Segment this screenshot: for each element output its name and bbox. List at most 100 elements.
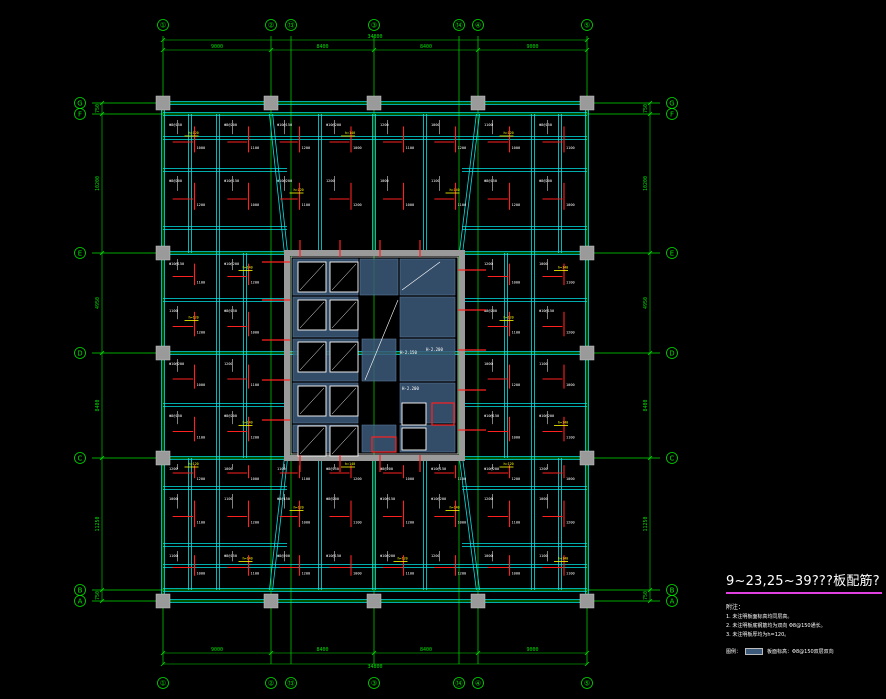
left-axis-label: G xyxy=(77,100,82,108)
legend-key: 图例： 板面标高：Φ8@150双层双向 xyxy=(726,648,834,655)
slab-rebar-label: Φ8@150 xyxy=(224,554,237,558)
slab-rebar-label: Φ8@200 xyxy=(224,414,237,418)
right-axis-label-circle xyxy=(666,452,678,464)
slab-thickness-label: h=140 xyxy=(243,266,253,270)
slab-length-label: 1200 xyxy=(512,383,521,387)
slab-length-label: 1100 xyxy=(458,477,467,481)
slab-thickness-label: h=120 xyxy=(189,131,199,135)
column xyxy=(470,593,486,609)
top-dim-text: 8400 xyxy=(420,44,432,50)
legend-panel: 9~23,25~39???板配筋? 附注： 1. 未注明板面标高均同层高。 2.… xyxy=(726,570,884,655)
slab-length-label: 1000 xyxy=(458,521,467,525)
right-axis-label: A xyxy=(670,598,675,606)
slab-thickness-label: h=140 xyxy=(345,462,355,466)
shaft-diagonal xyxy=(331,301,357,329)
left-dim-text: 11250 xyxy=(95,516,101,531)
slab-rebar-label: 1000 xyxy=(539,262,548,266)
slab-length-label: 1000 xyxy=(566,477,575,481)
beam-edge xyxy=(462,457,480,591)
slab-thickness-label: h=120 xyxy=(189,316,199,320)
slab-length-label: 1200 xyxy=(566,331,575,335)
bottom-axis-label-circle xyxy=(157,677,169,689)
core-elevation-label: H-2.150 xyxy=(400,350,417,355)
right-axis-label-circle xyxy=(666,347,678,359)
core-hatched-slab xyxy=(399,296,456,338)
slab-thickness-label: h=140 xyxy=(243,557,253,561)
slab-rebar-label: 1100 xyxy=(169,554,178,558)
notes-heading: 附注： xyxy=(726,604,745,611)
slab-thickness-label: h=120 xyxy=(504,131,514,135)
slab-rebar-label: 1200 xyxy=(224,362,233,366)
slab-length-label: 1100 xyxy=(458,203,467,207)
slab-rebar-label: 1000 xyxy=(224,467,233,471)
slab-thickness-label: h=140 xyxy=(243,421,253,425)
beam-edge xyxy=(272,457,288,591)
slab-thickness-label: h=140 xyxy=(558,421,568,425)
column xyxy=(579,95,595,111)
slab-length-label: 1000 xyxy=(353,572,362,576)
slab-length-label: 1100 xyxy=(353,521,362,525)
slab-rebar-label: Φ8@200 xyxy=(224,123,237,127)
column xyxy=(579,245,595,261)
bottom-axis-label-circle xyxy=(453,677,465,689)
shaft-diagonal xyxy=(331,387,357,415)
slab-length-label: 1200 xyxy=(406,521,415,525)
top-axis-label: ⑬ xyxy=(288,22,295,30)
slab-length-label: 1000 xyxy=(566,383,575,387)
core-red-box xyxy=(431,402,455,426)
slab-length-label: 1100 xyxy=(251,383,260,387)
left-dim-text: 750 xyxy=(95,591,101,600)
slab-rebar-label: Φ8@150 xyxy=(169,123,182,127)
slab-rebar-label: Φ10@150 xyxy=(539,309,554,313)
slab-length-label: 1100 xyxy=(566,572,575,576)
bottom-axis-label-circle xyxy=(472,677,484,689)
core-diagonal xyxy=(364,299,399,381)
slab-length-label: 1100 xyxy=(197,521,206,525)
column xyxy=(263,593,279,609)
slab-rebar-label: Φ10@150 xyxy=(431,467,446,471)
left-axis-label-circle xyxy=(74,247,86,259)
slab-length-label: 1100 xyxy=(406,572,415,576)
slab-rebar-label: 1000 xyxy=(380,179,389,183)
key-text: 板面标高：Φ8@150双层双向 xyxy=(767,649,834,655)
shaft-diagonal xyxy=(299,343,325,371)
column xyxy=(579,593,595,609)
slab-rebar-label: Φ8@150 xyxy=(539,123,552,127)
slab-rebar-label: Φ10@200 xyxy=(380,554,395,558)
slab-rebar-label: 1100 xyxy=(224,497,233,501)
slab-length-label: 1200 xyxy=(353,477,362,481)
slab-length-label: 1100 xyxy=(406,146,415,150)
slab-rebar-label: 1100 xyxy=(431,179,440,183)
slab-rebar-label: Φ10@150 xyxy=(380,497,395,501)
beam-edge xyxy=(272,113,288,254)
slab-rebar-label: Φ10@150 xyxy=(169,262,184,266)
slab-rebar-label: 1200 xyxy=(484,262,493,266)
slab-rebar-label: Φ10@150 xyxy=(484,414,499,418)
column xyxy=(366,95,382,111)
bottom-dim-text: 8400 xyxy=(316,647,328,653)
stair-shaft xyxy=(401,427,427,451)
column xyxy=(155,450,171,466)
bottom-axis-label: ② xyxy=(268,680,274,688)
bottom-dim-text: 8400 xyxy=(420,647,432,653)
bottom-axis-label-circle xyxy=(285,677,297,689)
left-dim-text: 8400 xyxy=(95,399,101,411)
top-axis-label-circle xyxy=(157,19,169,31)
slab-length-label: 1000 xyxy=(512,146,521,150)
left-dim-text: 10200 xyxy=(95,176,101,191)
right-dim-text: 11250 xyxy=(643,516,649,531)
shaft-diagonal xyxy=(299,427,325,455)
slab-rebar-label: 1000 xyxy=(539,497,548,501)
slab-thickness-label: h=120 xyxy=(294,188,304,192)
top-axis-label: ④ xyxy=(475,22,481,30)
slab-length-label: 1000 xyxy=(302,521,311,525)
slab-rebar-label: Φ8@200 xyxy=(169,179,182,183)
top-axis-label: ② xyxy=(268,22,274,30)
right-dim-text: 4950 xyxy=(643,297,649,309)
slab-length-label: 1100 xyxy=(302,477,311,481)
column xyxy=(155,245,171,261)
top-axis-label: ① xyxy=(160,22,166,30)
top-axis-label-circle xyxy=(453,19,465,31)
slab-rebar-label: Φ8@200 xyxy=(380,467,393,471)
